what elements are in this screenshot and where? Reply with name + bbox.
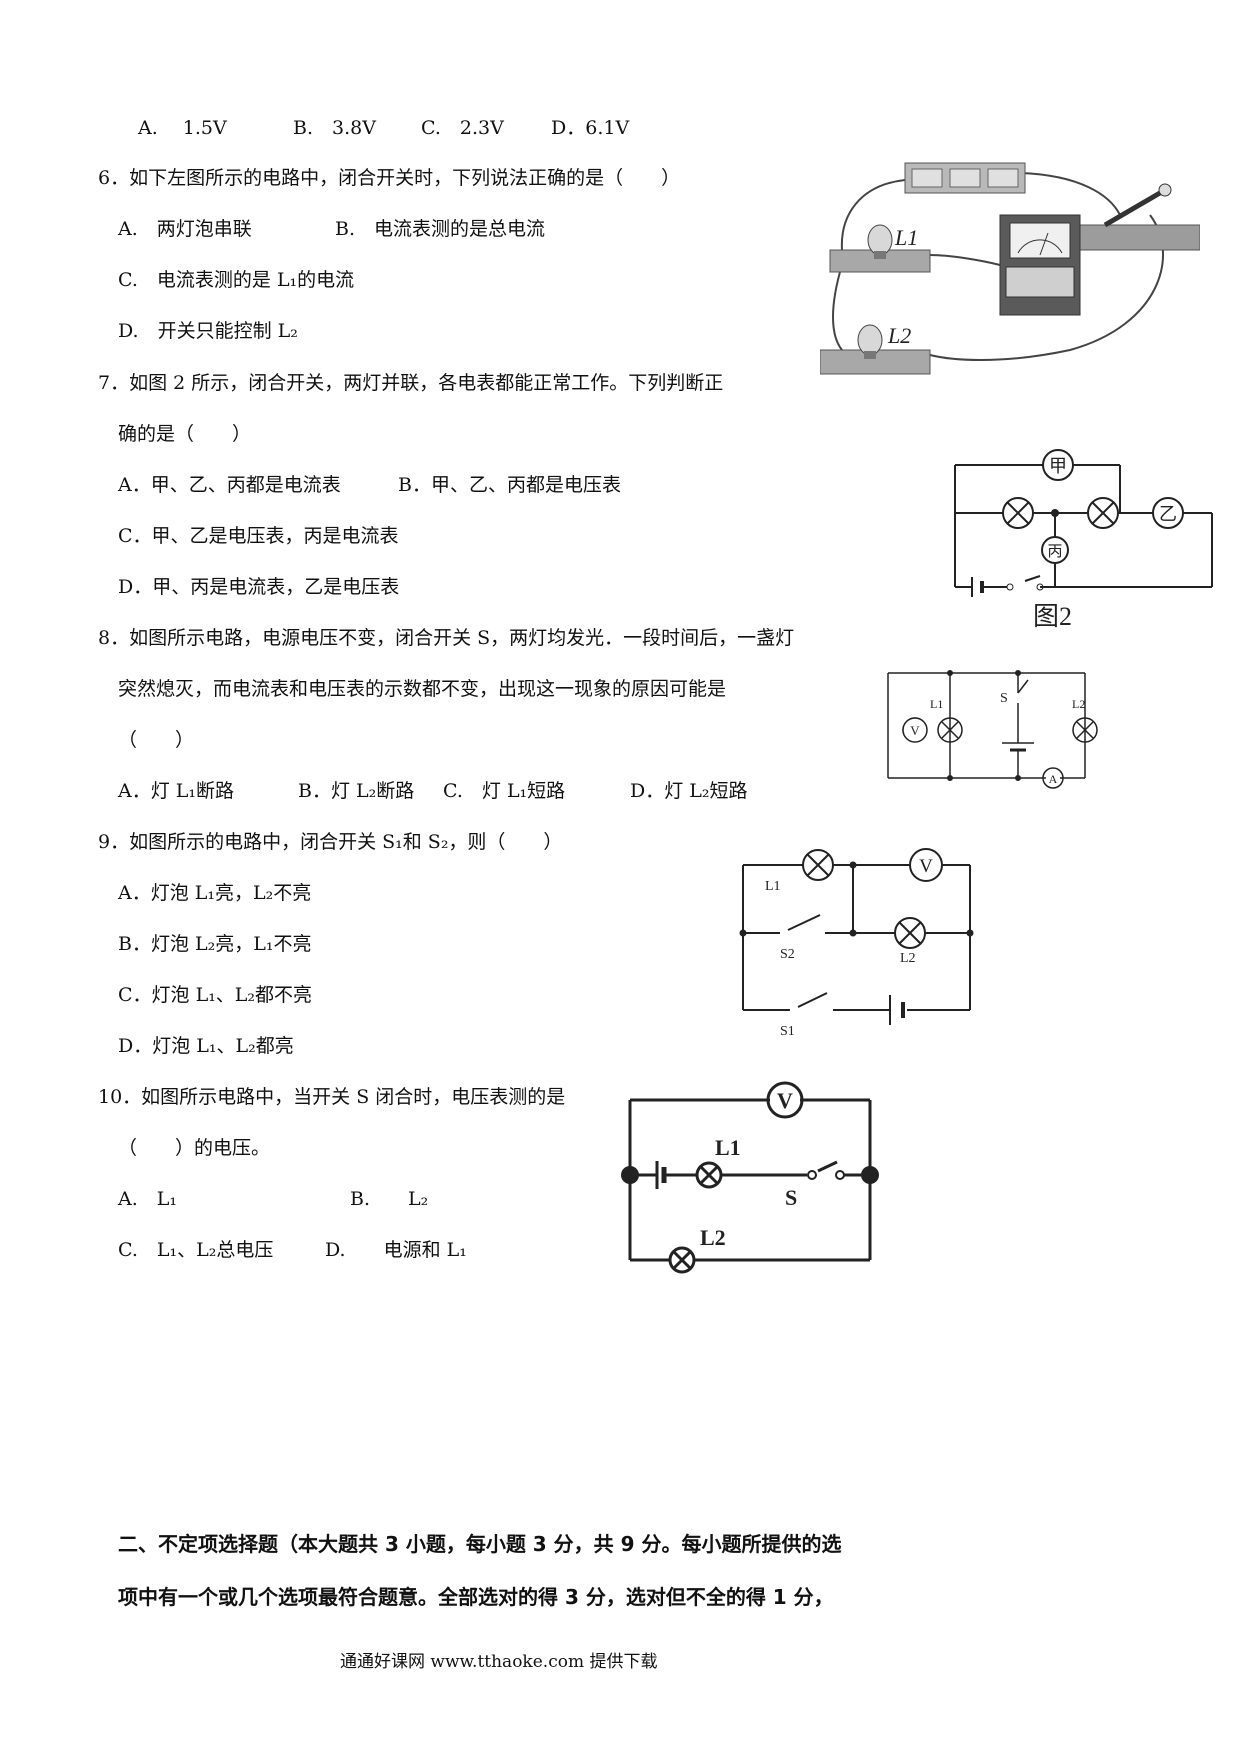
q7-option-c: C．甲、乙是电压表，丙是电流表 — [118, 525, 399, 547]
q6-circuit-photo: L1 L2 — [820, 162, 1200, 375]
q7-option-d: D．甲、丙是电流表，乙是电压表 — [118, 576, 400, 598]
q7-fig-bing-label: 丙 — [1047, 544, 1062, 560]
q6-option-c: C. 电流表测的是 L₁的电流 — [118, 269, 355, 291]
q5-option-d: D．6.1V — [551, 117, 630, 139]
q9-option-a: A．灯泡 L₁亮，L₂不亮 — [118, 882, 312, 904]
q9-stem: 9．如图所示的电路中，闭合开关 S₁和 S₂，则（ ） — [98, 831, 563, 853]
q10-fig-v-label: V — [777, 1088, 793, 1113]
q9-fig-l1-label: L1 — [765, 879, 781, 894]
q10-stem-line2: （ ）的电压。 — [118, 1137, 271, 1159]
q6-fig-l1-label: L1 — [894, 225, 918, 250]
q7-option-a: A．甲、乙、丙都是电流表 — [118, 474, 341, 496]
page-footer: 通通好课网 www.tthaoke.com 提供下载 — [340, 1652, 658, 1672]
q8-fig-v-label: V — [910, 723, 920, 738]
q7-stem-line1: 7．如图 2 所示，闭合开关，两灯并联，各电表都能正常工作。下列判断正 — [98, 372, 724, 394]
q10-fig-s-label: S — [785, 1185, 797, 1210]
q6-stem: 6．如下左图所示的电路中，闭合开关时，下列说法正确的是（ ） — [98, 167, 681, 189]
q8-option-a: A．灯 L₁断路 — [118, 780, 234, 802]
q10-option-b: B. L₂ — [350, 1188, 429, 1210]
q10-fig-l2-label: L2 — [700, 1225, 726, 1250]
q8-fig-s-label: S — [1000, 691, 1008, 706]
q8-option-b: B．灯 L₂断路 — [298, 780, 415, 802]
q9-fig-l2-label: L2 — [900, 951, 916, 966]
q8-fig-l1-label: L1 — [930, 697, 943, 711]
q10-circuit-diagram: V L1 L2 S — [621, 1081, 879, 1274]
q9-fig-s2-label: S2 — [780, 947, 795, 962]
q10-option-a: A. L₁ — [118, 1188, 177, 1210]
q8-option-d: D．灯 L₂短路 — [630, 780, 748, 802]
q5-option-b: B. 3.8V — [293, 117, 376, 139]
q8-fig-l2-label: L2 — [1072, 697, 1085, 711]
q8-option-c: C. 灯 L₁短路 — [443, 780, 566, 802]
q7-option-b: B．甲、乙、丙都是电压表 — [398, 474, 621, 496]
q8-circuit-diagram: V A S L1 L2 — [887, 670, 1098, 789]
q7-fig-caption: 图2 — [1033, 602, 1072, 631]
q8-fig-a-label: A — [1049, 772, 1058, 786]
q8-stem-line3: （ ） — [118, 729, 195, 751]
q6-option-a: A. 两灯泡串联 — [118, 218, 252, 240]
q8-stem-line2: 突然熄灭，而电流表和电压表的示数都不变，出现这一现象的原因可能是 — [118, 678, 727, 700]
q7-fig-yi-label: 乙 — [1159, 504, 1177, 524]
section2-line1: 二、不定项选择题（本大题共 3 小题，每小题 3 分，共 9 分。每小题所提供的… — [118, 1532, 842, 1556]
q9-circuit-diagram: V L1 L2 S2 S1 — [739, 848, 974, 1039]
q5-option-c: C. 2.3V — [421, 117, 504, 139]
q8-stem-line1: 8．如图所示电路，电源电压不变，闭合开关 S，两灯均发光．一段时间后，一盏灯 — [98, 627, 795, 649]
q7-stem-line2: 确的是（ ） — [118, 423, 252, 445]
section2-line2: 项中有一个或几个选项最符合题意。全部选对的得 3 分，选对但不全的得 1 分， — [118, 1585, 834, 1609]
q10-fig-l1-label: L1 — [715, 1135, 741, 1160]
q9-option-c: C．灯泡 L₁、L₂都不亮 — [118, 984, 313, 1006]
q6-option-d: D. 开关只能控制 L₂ — [118, 320, 298, 342]
q10-option-c: C. L₁、L₂总电压 — [118, 1239, 274, 1261]
q9-fig-v-label: V — [919, 856, 933, 877]
q9-fig-s1-label: S1 — [780, 1024, 795, 1039]
q6-fig-l2-label: L2 — [887, 323, 911, 348]
q9-option-b: B．灯泡 L₂亮，L₁不亮 — [118, 933, 312, 955]
q6-option-b: B. 电流表测的是总电流 — [335, 218, 546, 240]
q10-stem: 10．如图所示电路中，当开关 S 闭合时，电压表测的是 — [98, 1086, 566, 1108]
q7-fig-jia-label: 甲 — [1049, 456, 1067, 476]
q10-option-d: D. 电源和 L₁ — [325, 1239, 467, 1261]
q9-option-d: D．灯泡 L₁、L₂都亮 — [118, 1035, 294, 1057]
q5-option-a: A. 1.5V — [138, 117, 227, 139]
q7-circuit-diagram: 甲 乙 丙 图2 — [954, 449, 1213, 631]
